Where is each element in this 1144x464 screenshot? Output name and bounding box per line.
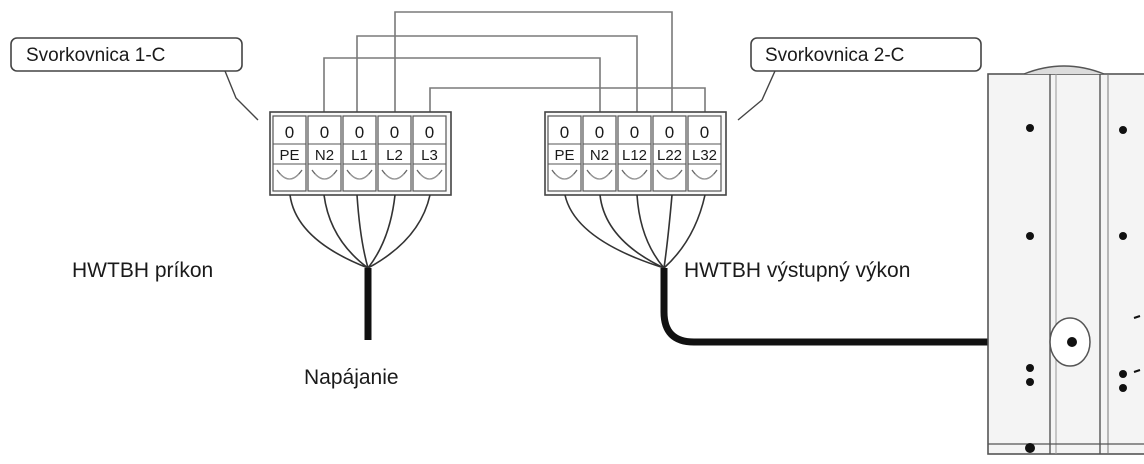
terminal-screw-label: 0 bbox=[700, 123, 709, 142]
callout-block-1: Svorkovnica 1-C bbox=[10, 37, 259, 121]
terminal-l2: 0L2 bbox=[377, 115, 412, 192]
terminal-screw-label: 0 bbox=[390, 123, 399, 142]
bridge-wire-l2 bbox=[394, 11, 673, 112]
bridge-wires bbox=[323, 11, 706, 112]
terminal-label: N2 bbox=[590, 147, 609, 164]
terminal-label: N2 bbox=[315, 147, 334, 164]
terminal-n2: 0N2 bbox=[307, 115, 342, 192]
terminal-label: L12 bbox=[622, 147, 647, 164]
terminal-label: L22 bbox=[657, 147, 682, 164]
terminal-screw-label: 0 bbox=[320, 123, 329, 142]
terminal-label: PE bbox=[554, 147, 574, 164]
callout-block-2: Svorkovnica 2-C bbox=[737, 37, 982, 121]
terminal-screw-label: 0 bbox=[355, 123, 364, 142]
callout-block-1-text: Svorkovnica 1-C bbox=[26, 45, 165, 66]
bridge-wire-l1 bbox=[356, 35, 638, 112]
output-cable bbox=[564, 194, 1080, 346]
input-label: HWTBH príkon bbox=[72, 259, 213, 282]
terminal-label: L3 bbox=[421, 147, 438, 164]
terminal-label: PE bbox=[279, 147, 299, 164]
terminal-screw-label: 0 bbox=[665, 123, 674, 142]
terminal-screw-label: 0 bbox=[560, 123, 569, 142]
terminal-l3: 0L3 bbox=[412, 115, 447, 192]
water-tank bbox=[987, 65, 1144, 455]
terminal-n2: 0N2 bbox=[582, 115, 617, 192]
output-label: HWTBH výstupný výkon bbox=[684, 259, 910, 282]
terminal-pe: 0PE bbox=[272, 115, 307, 192]
terminal-label: L1 bbox=[351, 147, 368, 164]
power-label: Napájanie bbox=[304, 366, 399, 389]
terminal-screw-label: 0 bbox=[595, 123, 604, 142]
terminal-label: L2 bbox=[386, 147, 403, 164]
terminal-pe: 0PE bbox=[547, 115, 582, 192]
bridge-wire-n2 bbox=[323, 57, 601, 112]
input-cable bbox=[289, 194, 431, 340]
terminal-label: L32 bbox=[692, 147, 717, 164]
callout-block-2-text: Svorkovnica 2-C bbox=[765, 45, 904, 66]
terminal-screw-label: 0 bbox=[425, 123, 434, 142]
bridge-wire-l3 bbox=[429, 87, 706, 112]
terminal-screw-label: 0 bbox=[285, 123, 294, 142]
terminal-screw-label: 0 bbox=[630, 123, 639, 142]
terminal-l1: 0L1 bbox=[342, 115, 377, 192]
